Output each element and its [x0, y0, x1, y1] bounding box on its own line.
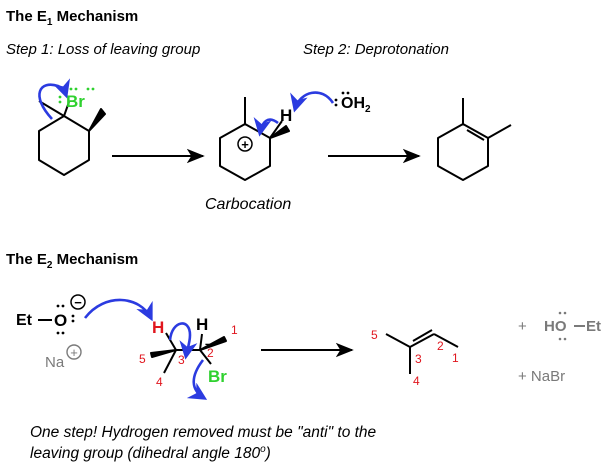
anti-note-line2: leaving group (dihedral angle 180o) [30, 444, 271, 462]
c5-c3-bond [385, 333, 411, 348]
ethanol-lone-pairs [558, 311, 567, 341]
ethanol-et: Et [586, 318, 601, 335]
methyl-2 [487, 124, 512, 139]
carbon-number-2: 2 [207, 346, 214, 360]
product-number-4: 4 [413, 374, 420, 388]
positive-charge-sign: + [241, 137, 249, 152]
e2-title: The E2 Mechanism [6, 251, 138, 271]
wedge-methyl-cation [269, 125, 290, 139]
alkoxide-oxygen: O [54, 311, 67, 330]
product-number-1: 1 [452, 351, 459, 365]
step2-label: Step 2: Deprotonation [303, 41, 449, 58]
product-number-3: 3 [415, 352, 422, 366]
c3-c2-double-bond-b [412, 329, 433, 342]
step1-label: Step 1: Loss of leaving group [6, 41, 200, 58]
c2-lone-pair-dash: – [205, 336, 212, 351]
c3-c2-double-bond-a [409, 333, 435, 348]
product-number-5: 5 [371, 328, 378, 342]
negative-charge-sign: − [74, 295, 82, 310]
base-attack-arrow [83, 298, 153, 322]
sodium-charge-sign: + [70, 345, 78, 360]
ethoxide-lone-pairs [56, 304, 75, 335]
c-br-cleavage-arrow [186, 359, 208, 400]
e1-title: The E1 Mechanism [6, 8, 138, 28]
carbocation-label: Carbocation [205, 196, 291, 213]
cyclohexene-ring [437, 123, 489, 181]
c-br-bond [63, 101, 70, 117]
c3-methyl-wedge-5 [150, 349, 177, 358]
leaving-bromine: Br [208, 367, 227, 386]
c3-methyl-4 [163, 349, 177, 374]
carbon-number-5: 5 [139, 352, 146, 366]
c2-methyl-wedge-1 [199, 336, 227, 351]
ethanol-byproduct: HO [544, 318, 567, 335]
ring-double-bond [466, 129, 485, 141]
carbon-number-3: 3 [178, 353, 185, 367]
methyl-bond-c1 [38, 100, 65, 117]
c-h-bond [269, 120, 283, 139]
reactant-bromide [38, 100, 106, 176]
anti-hydrogen: H [152, 318, 164, 337]
sodium-charge-circle [66, 344, 82, 360]
carbon-number-1: 1 [231, 323, 238, 337]
positive-charge-circle [237, 136, 253, 152]
negative-charge-circle [70, 294, 86, 310]
anti-note-line1: One step! Hydrogen removed must be "anti… [30, 424, 377, 441]
c2-h-bond [199, 333, 203, 351]
water-molecule: OH2 [341, 95, 371, 115]
leaving-group-arrow [38, 78, 71, 120]
plus-sign-ethanol: + [518, 318, 527, 335]
wedge-methyl-c2 [88, 108, 106, 132]
product-number-2: 2 [437, 339, 444, 353]
cyclohexane-ring-1 [38, 115, 90, 176]
carbocation-structure [219, 97, 290, 181]
alkene-product-e2 [385, 329, 459, 374]
c3-h-bond [165, 332, 177, 351]
deprotonation-arrow-2 [290, 91, 335, 113]
c2-br-bond [199, 349, 212, 365]
sodium-ion: Na [45, 354, 65, 371]
ethyl-group: Et [16, 312, 33, 329]
c2-hydrogen: H [196, 315, 208, 334]
water-lone-pairs [334, 91, 350, 107]
cyclohexane-ring-2 [219, 123, 271, 181]
c2-c1-bond [433, 333, 459, 348]
alkene-product-e1 [437, 98, 512, 181]
ch-bond-arrow [168, 322, 198, 360]
h-atom-e1: H [280, 106, 292, 125]
carbon-number-4: 4 [156, 375, 163, 389]
deprotonation-arrow-1 [253, 117, 279, 137]
br-atom-e1: Br [66, 92, 85, 111]
nabr-byproduct: + NaBr [518, 368, 565, 385]
